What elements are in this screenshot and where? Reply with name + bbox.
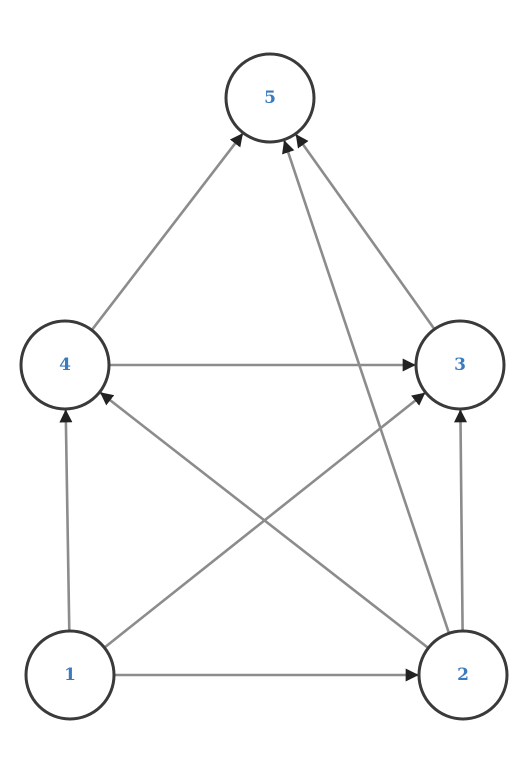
edge-2-to-5 xyxy=(282,140,451,634)
node-label: 2 xyxy=(457,665,469,685)
node-4: 4 xyxy=(19,319,111,411)
node-circle xyxy=(224,52,316,144)
node-circle xyxy=(19,319,111,411)
node-2: 2 xyxy=(417,629,509,721)
node-label: 4 xyxy=(59,355,71,375)
node-label: 1 xyxy=(64,665,76,685)
edges-layer xyxy=(59,132,468,682)
node-3: 3 xyxy=(414,319,506,411)
node-5: 5 xyxy=(224,52,316,144)
edge-2-to-3 xyxy=(454,409,468,632)
edge-4-to-5 xyxy=(90,132,244,331)
node-1: 1 xyxy=(24,629,116,721)
edge-3-to-5 xyxy=(295,133,436,330)
node-circle xyxy=(417,629,509,721)
node-label: 3 xyxy=(454,355,466,375)
node-circle xyxy=(24,629,116,721)
edge-2-to-4 xyxy=(99,391,430,650)
nodes-layer: 1 2 3 4 5 xyxy=(19,52,509,721)
node-circle xyxy=(414,319,506,411)
edge-1-to-4 xyxy=(59,409,73,632)
node-label: 5 xyxy=(264,88,276,108)
